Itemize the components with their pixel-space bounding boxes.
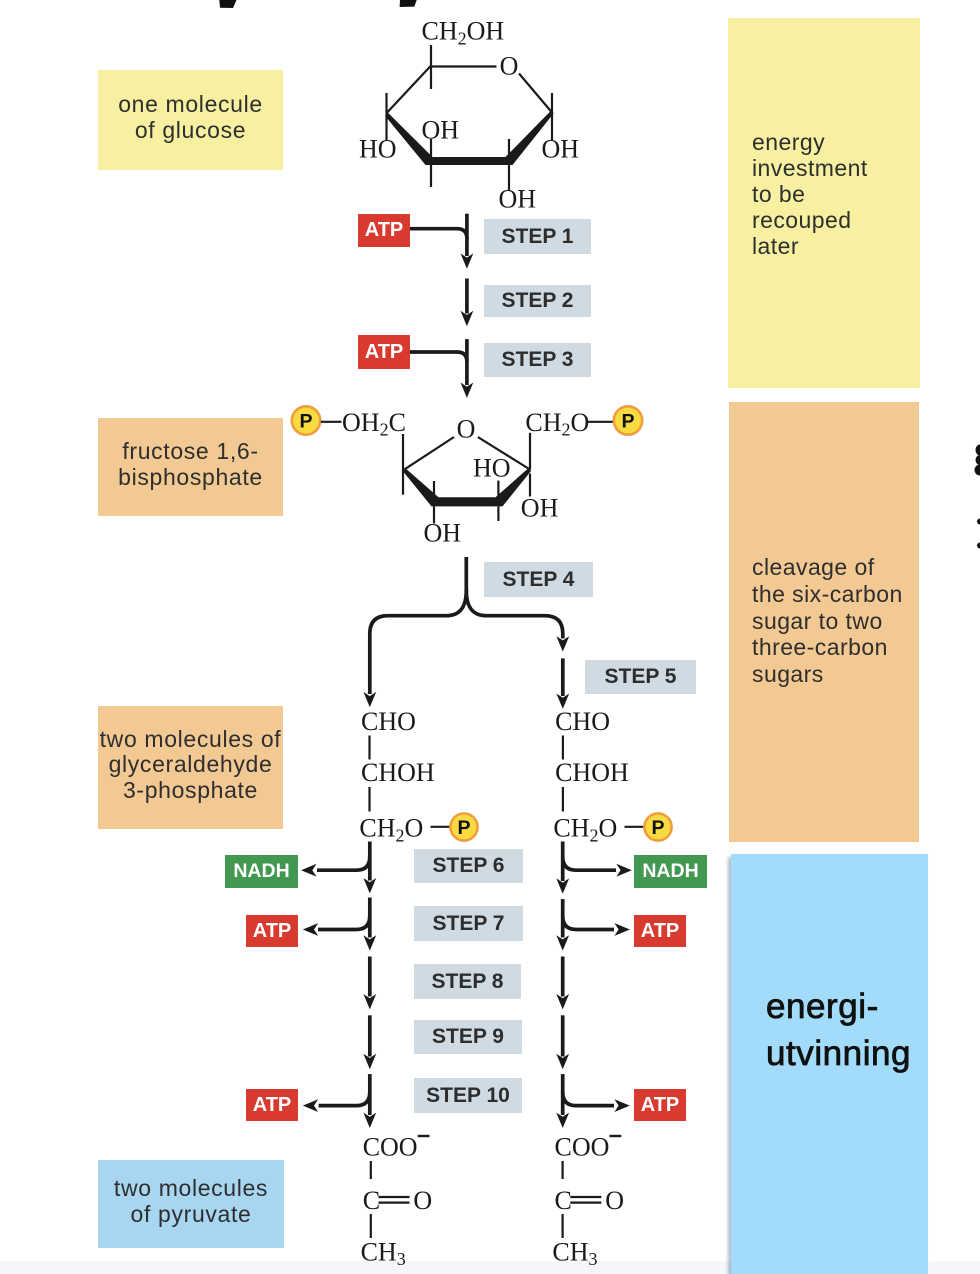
svg-text:HO: HO [359, 135, 397, 164]
svg-text:P: P [621, 411, 634, 433]
svg-text:O: O [605, 1186, 624, 1215]
svg-text:CH2O: CH2O [553, 814, 617, 846]
svg-text:OH: OH [521, 494, 559, 523]
svg-text:CH2OH: CH2OH [422, 17, 505, 49]
svg-text:OH: OH [499, 184, 537, 213]
svg-text:CHO: CHO [555, 707, 610, 736]
svg-text:O: O [457, 414, 476, 443]
svg-text:O: O [500, 51, 519, 80]
svg-text:P: P [651, 817, 664, 839]
svg-text:OH2C: OH2C [342, 408, 406, 440]
svg-text:HO: HO [473, 454, 511, 483]
svg-text:O: O [413, 1186, 432, 1215]
svg-text:CH2O: CH2O [359, 814, 423, 846]
svg-text:CHO: CHO [361, 707, 416, 736]
svg-text:OH: OH [422, 116, 460, 145]
svg-text:C: C [363, 1186, 380, 1215]
svg-text:OH: OH [424, 519, 462, 548]
svg-text:COO: COO [363, 1132, 418, 1161]
svg-text:CHOH: CHOH [555, 758, 629, 787]
svg-text:P: P [299, 411, 312, 433]
svg-text:CHOH: CHOH [361, 758, 435, 787]
svg-text:CH3: CH3 [361, 1237, 406, 1269]
svg-text:C: C [555, 1186, 572, 1215]
svg-text:OH: OH [542, 135, 580, 164]
svg-text:COO: COO [555, 1132, 610, 1161]
svg-text:CH2O: CH2O [525, 408, 589, 440]
svg-text:P: P [457, 817, 470, 839]
svg-text:CH3: CH3 [552, 1237, 597, 1269]
